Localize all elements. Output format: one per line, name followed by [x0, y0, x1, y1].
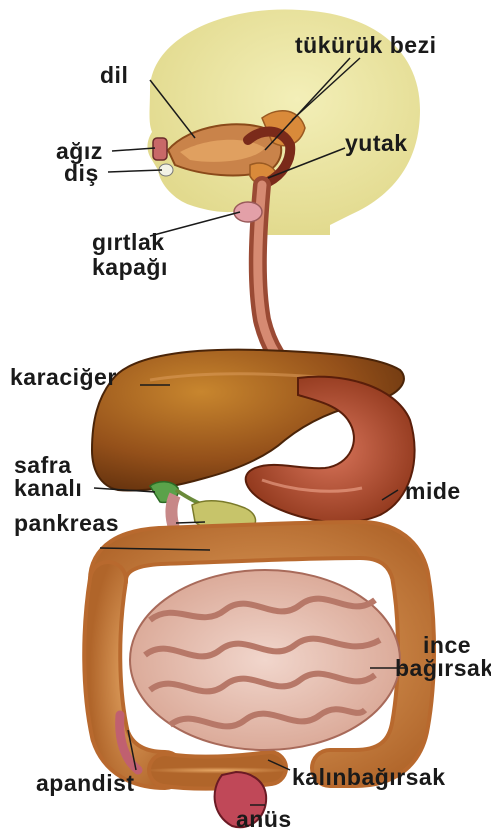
label-kapagi: kapağı [92, 257, 168, 278]
small-intestine [130, 570, 400, 750]
label-anus: anüs [236, 808, 292, 830]
label-dis: diş [64, 162, 99, 184]
label-karaciger: karaciğer [10, 366, 117, 388]
label-bagirsak: bağırsak [395, 658, 491, 679]
label-mide: mide [405, 480, 461, 502]
label-tukuruk-bezi: tükürük bezi [295, 34, 436, 56]
leader-pankreas [176, 522, 205, 523]
label-pankreas: pankreas [14, 512, 119, 534]
leader-dis [108, 170, 162, 172]
label-girtlak: gırtlak [92, 232, 165, 253]
label-yutak: yutak [345, 132, 408, 154]
label-agiz: ağız [56, 140, 103, 162]
label-kanali: kanalı [14, 478, 82, 499]
label-ince: ince [423, 635, 471, 656]
label-apandist: apandist [36, 772, 135, 794]
label-dil: dil [100, 64, 128, 86]
label-kalinbagirsak: kalınbağırsak [292, 766, 446, 788]
label-safra: safra [14, 455, 71, 476]
